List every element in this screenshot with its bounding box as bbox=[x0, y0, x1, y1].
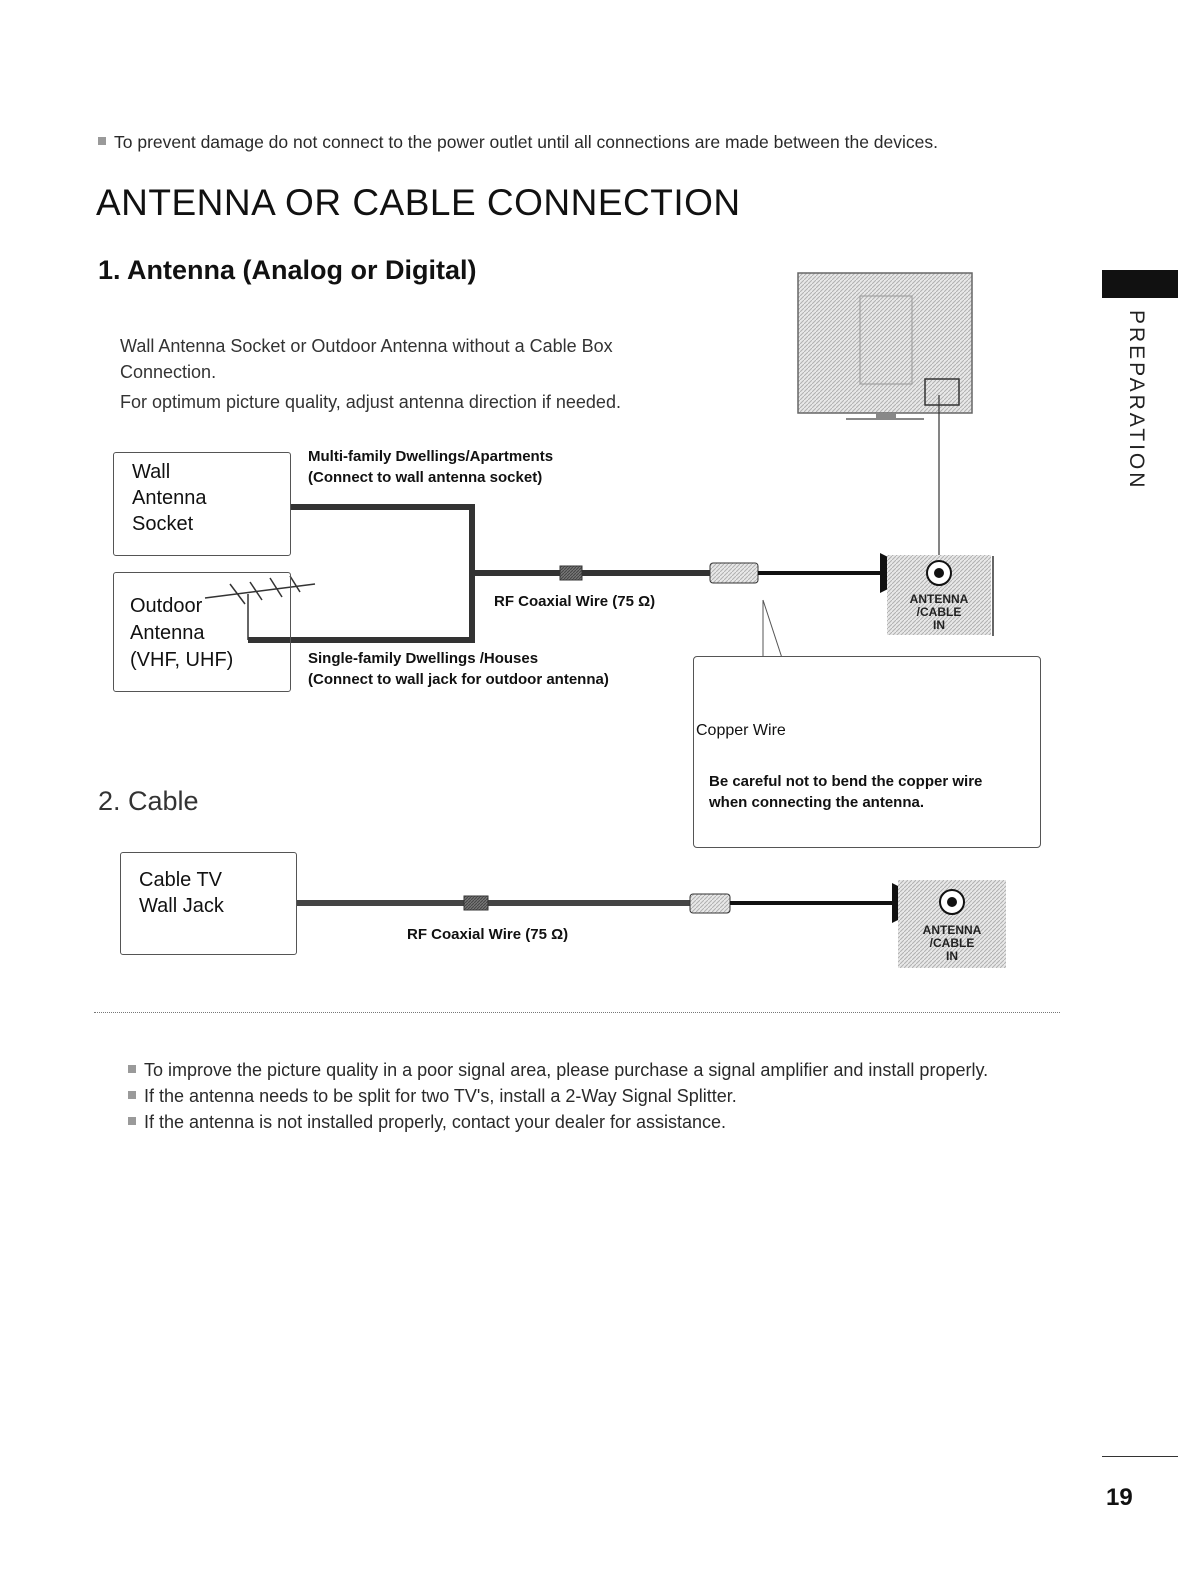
outdoor-antenna-label-2: Antenna bbox=[130, 622, 205, 644]
bullet-square-icon bbox=[128, 1065, 136, 1074]
tv-rear-icon bbox=[797, 272, 973, 420]
multi-family-label-1: Multi-family Dwellings/Apartments bbox=[308, 448, 554, 465]
rf-wire-label-2: RF Coaxial Wire (75 Ω) bbox=[407, 926, 569, 943]
copper-wire-label: Copper Wire bbox=[696, 722, 786, 739]
tip-item-2: If the antenna needs to be split for two… bbox=[128, 1086, 737, 1107]
outdoor-antenna-icon bbox=[204, 575, 316, 640]
wall-antenna-socket-box: Wall Antenna Socket bbox=[113, 452, 291, 556]
multi-family-label-2: (Connect to wall antenna socket) bbox=[308, 469, 543, 486]
rf-coaxial-cable-1 bbox=[248, 504, 710, 643]
cable-tv-wall-jack-box: Cable TV Wall Jack bbox=[120, 852, 297, 955]
cable-source-label-2: Wall Jack bbox=[139, 895, 224, 917]
wall-antenna-label-3: Socket bbox=[132, 513, 194, 535]
antenna-port-2 bbox=[898, 880, 1006, 968]
tip-item-1: To improve the picture quality in a poor… bbox=[128, 1060, 988, 1081]
page-number: 19 bbox=[1106, 1484, 1133, 1511]
antenna-port-1 bbox=[887, 555, 994, 636]
cable-ferrite-icon bbox=[559, 565, 583, 581]
side-tab-label: PREPARATION bbox=[1125, 310, 1148, 491]
single-family-label-2: (Connect to wall jack for outdoor antenn… bbox=[308, 671, 609, 688]
outdoor-antenna-label-1: Outdoor bbox=[130, 595, 203, 617]
intro-text-line-3: For optimum picture quality, adjust ante… bbox=[120, 392, 621, 412]
f-connector-icon bbox=[709, 562, 759, 584]
bullet-square-icon bbox=[98, 137, 106, 146]
outdoor-antenna-box: Outdoor Antenna (VHF, UHF) bbox=[113, 572, 291, 692]
port-label-1: ANTENNA /CABLE IN bbox=[909, 592, 969, 632]
single-family-label-1: Single-family Dwellings /Houses bbox=[308, 650, 539, 667]
caution-line-1: Be careful not to bend the copper wire bbox=[709, 773, 983, 790]
top-note: To prevent damage do not connect to the … bbox=[98, 132, 938, 153]
port-label-2: ANTENNA /CABLE IN bbox=[922, 923, 982, 963]
dotted-divider bbox=[94, 1012, 1060, 1013]
rf-coaxial-cable-2 bbox=[266, 893, 731, 914]
bullet-square-icon bbox=[128, 1117, 136, 1126]
copper-wire-callout bbox=[693, 656, 1041, 848]
wall-antenna-label-2: Antenna bbox=[132, 487, 207, 509]
wall-antenna-label-1: Wall bbox=[132, 461, 171, 483]
page-title: ANTENNA OR CABLE CONNECTION bbox=[96, 182, 741, 223]
page-number-rule bbox=[1102, 1456, 1178, 1457]
tip-item-3: If the antenna is not installed properly… bbox=[128, 1112, 726, 1133]
rf-wire-label-1: RF Coaxial Wire (75 Ω) bbox=[494, 593, 656, 610]
intro-text-line-1: Wall Antenna Socket or Outdoor Antenna w… bbox=[120, 336, 613, 356]
bullet-square-icon bbox=[128, 1091, 136, 1100]
section-cable-title: 2. Cable bbox=[98, 786, 199, 816]
outdoor-antenna-label-3: (VHF, UHF) bbox=[130, 649, 234, 671]
side-tab-marker bbox=[1102, 270, 1178, 298]
caution-line-2: when connecting the antenna. bbox=[709, 794, 925, 811]
intro-text-line-2: Connection. bbox=[120, 362, 217, 382]
cable-source-label-1: Cable TV bbox=[139, 869, 223, 891]
section-antenna-title: 1. Antenna (Analog or Digital) bbox=[98, 255, 477, 285]
